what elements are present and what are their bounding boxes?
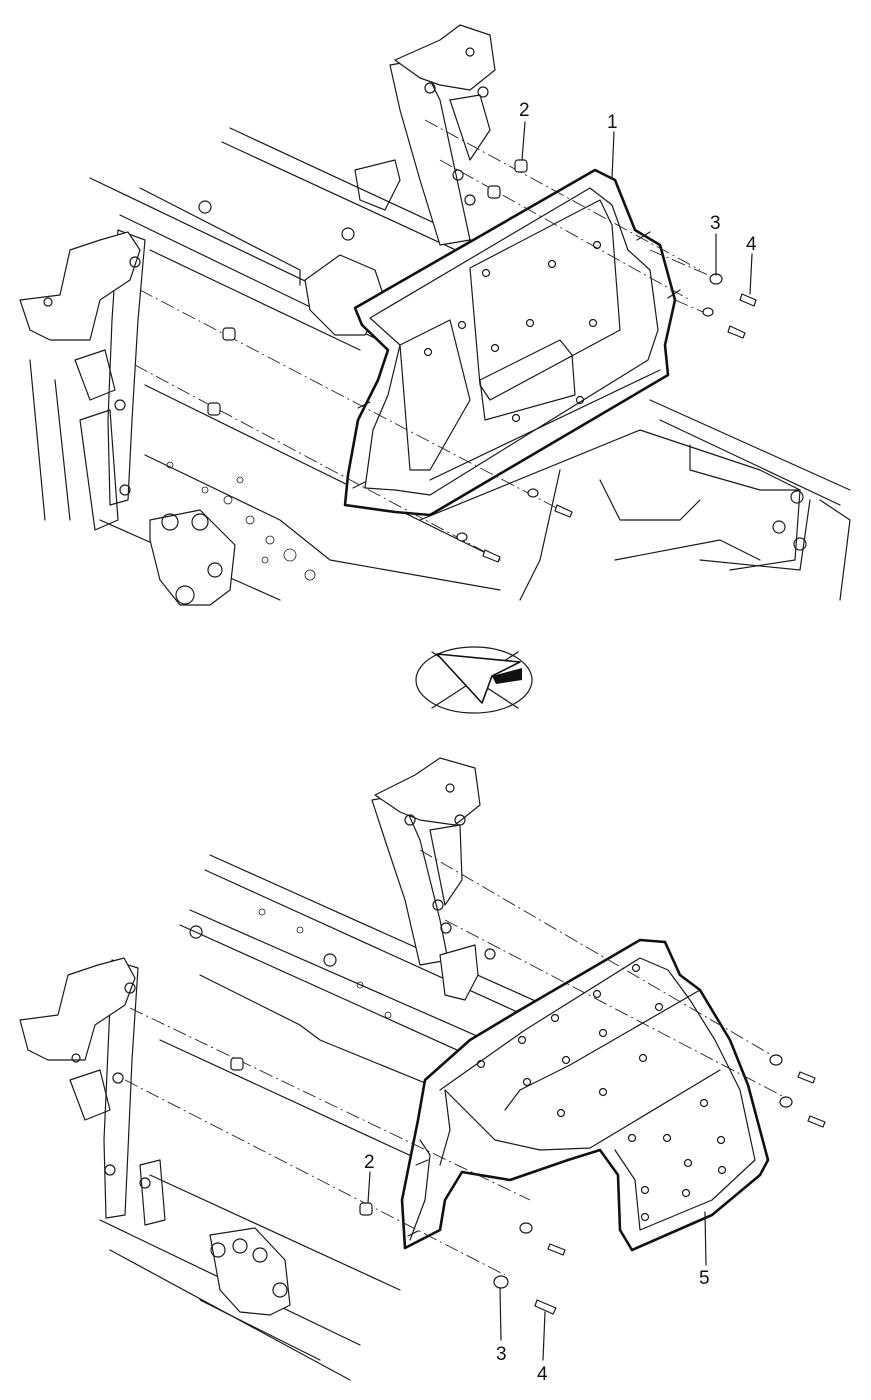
callout-bottom-5: 5 [699, 1268, 710, 1289]
callout-top-4: 4 [746, 234, 757, 255]
bottom-spacers [230, 1057, 373, 1216]
bottom-assembly: 2 3 4 5 [19, 757, 826, 1385]
bottom-assembly-lines [124, 849, 791, 1276]
top-upper-support-arm [354, 24, 496, 246]
top-left-support-arm [19, 229, 236, 606]
bottom-upper-support-arm [371, 757, 496, 1001]
top-assembly: 2 1 3 4 [19, 24, 851, 606]
callout-bottom-2: 2 [364, 1152, 375, 1173]
bottom-frame-bolts [189, 908, 392, 1019]
top-frame-bolts [166, 200, 807, 581]
callout-bottom-3: 3 [496, 1344, 507, 1365]
bottom-bolts [534, 1071, 826, 1315]
part-5-wheel-arch-cover [400, 938, 770, 1252]
callout-top-3: 3 [710, 213, 721, 234]
callout-bottom-4: 4 [537, 1364, 548, 1385]
bottom-washers [493, 1054, 793, 1289]
bottom-left-support-arm [19, 957, 291, 1316]
top-washers [456, 273, 723, 542]
top-bolts [482, 293, 757, 563]
top-spacers [207, 159, 528, 416]
top-leader-lines [521, 121, 753, 295]
bottom-leader-lines [367, 1171, 707, 1361]
callout-top-1: 1 [607, 112, 618, 133]
callout-top-2: 2 [519, 100, 530, 121]
top-frame-rails [89, 127, 851, 601]
view-direction-arrow-icon [415, 646, 533, 714]
